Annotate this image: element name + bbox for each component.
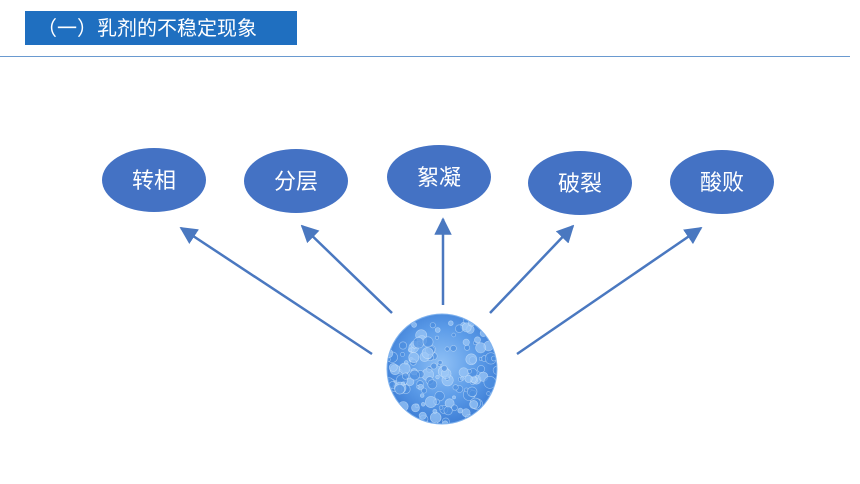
node-label-phase-inversion: 转相 bbox=[132, 169, 176, 194]
node-label-rancidity: 酸败 bbox=[700, 171, 744, 196]
header-divider bbox=[0, 56, 850, 57]
arrows-group bbox=[179, 217, 703, 356]
node-rancidity: 酸败 bbox=[670, 150, 774, 214]
arrow-to-phase-inversion bbox=[179, 226, 373, 356]
node-phase-inversion: 转相 bbox=[102, 148, 206, 212]
node-breaking: 破裂 bbox=[528, 151, 632, 215]
node-flocculation: 絮凝 bbox=[387, 145, 491, 209]
node-label-breaking: 破裂 bbox=[558, 172, 602, 197]
node-creaming: 分层 bbox=[244, 149, 348, 213]
arrow-to-creaming bbox=[300, 224, 393, 314]
arrow-to-rancidity bbox=[516, 226, 703, 356]
arrow-to-breaking bbox=[489, 224, 575, 314]
emulsion-droplets-image bbox=[386, 313, 498, 425]
slide-title-text: （一）乳剂的不稳定现象 bbox=[37, 16, 257, 40]
node-label-flocculation: 絮凝 bbox=[417, 166, 461, 191]
node-label-creaming: 分层 bbox=[274, 170, 318, 195]
slide-title: （一）乳剂的不稳定现象 bbox=[25, 11, 297, 45]
